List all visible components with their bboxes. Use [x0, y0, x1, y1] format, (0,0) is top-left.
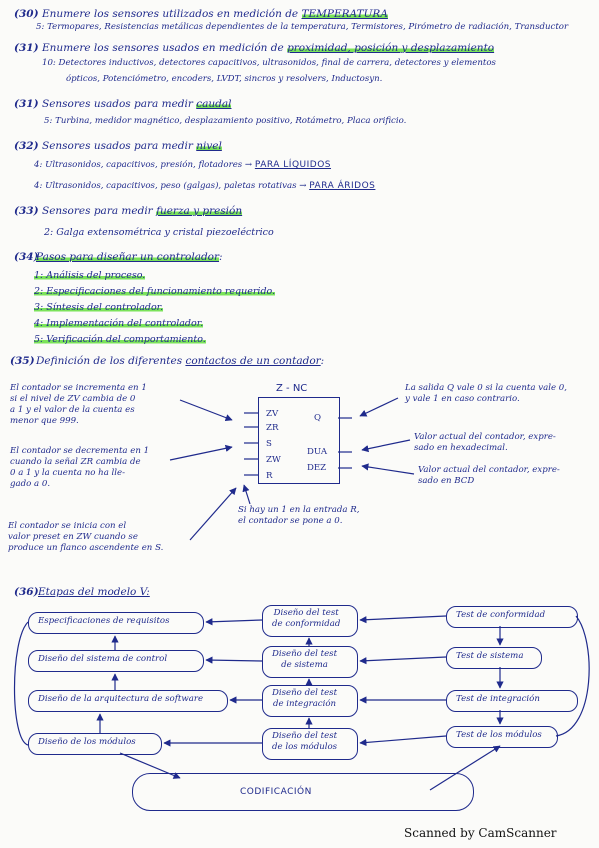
- v-left-4: [28, 733, 162, 755]
- v-mid-2: [262, 646, 358, 678]
- q31-answer-line2: ópticos, Potenciómetro, encoders, LVDT, …: [66, 74, 383, 84]
- pin-dez: DEZ: [307, 463, 327, 473]
- v-right-1-label: Test de conformidad: [456, 610, 546, 620]
- q34-key: Pasos para diseñar un controlador: [36, 251, 220, 263]
- v-left-4-label: Diseño de los módulos: [38, 737, 136, 747]
- q34-step-3: 3: Síntesis del controlador.: [34, 302, 164, 313]
- pin-zr: ZR: [266, 423, 279, 433]
- q32-answer-line1: 4: Ultrasonidos, capacitivos, presión, f…: [34, 160, 332, 170]
- v-mid-4: [262, 728, 358, 760]
- v-right-4-label: Test de los módulos: [456, 730, 542, 740]
- q31-answer-line1: 10: Detectores inductivos, detectores ca…: [42, 58, 496, 68]
- v-bottom-label: CODIFICACIÓN: [240, 787, 312, 797]
- v-left-2-label: Diseño del sistema de control: [38, 654, 168, 664]
- v-right-4: [446, 726, 558, 748]
- q33-key: fuerza y presión: [156, 205, 243, 217]
- q32-question: Sensores usados para medir nivel: [42, 140, 222, 152]
- note-q: La salida Q vale 0 si la cuenta vale 0,y…: [405, 383, 567, 404]
- q32-liquids: PARA LÍQUIDOS: [254, 160, 332, 170]
- q34-question: Pasos para diseñar un controlador:: [36, 251, 223, 263]
- v-right-3: [446, 690, 578, 712]
- v-bottom: [132, 773, 474, 811]
- q34-step-4: 4: Implementación del controlador.: [34, 318, 204, 329]
- q36-question: Etapas del modelo V:: [38, 586, 150, 598]
- q30-answer: 5: Termopares, Resistencias metálicas de…: [36, 22, 569, 32]
- q31b-question: Sensores usados para medir caudal: [42, 98, 232, 110]
- q30-question: Enumere los sensores utilizados en medic…: [42, 8, 388, 20]
- v-right-3-label: Test de integración: [456, 694, 540, 704]
- q33-number: (33): [14, 205, 39, 217]
- q33-answer: 2: Galga extensométrica y cristal piezoe…: [44, 227, 274, 238]
- q32-number: (32): [14, 140, 39, 152]
- pin-zw: ZW: [266, 455, 281, 465]
- note-dez: Valor actual del contador, expre-sado en…: [418, 465, 560, 486]
- v-mid-1: [262, 605, 358, 637]
- q31b-number: (31): [14, 98, 39, 110]
- q36-number: (36): [14, 586, 39, 598]
- q32-key: nivel: [196, 140, 222, 152]
- q35-key: contactos de un contador: [185, 355, 321, 367]
- note-r: Si hay un 1 en la entrada R,el contador …: [238, 505, 360, 526]
- v-right-2-label: Test de sistema: [456, 651, 524, 661]
- v-left-1-label: Especificaciones de requisitos: [38, 616, 170, 626]
- pin-s: S: [266, 439, 272, 449]
- v-left-3-label: Diseño de la arquitectura de software: [38, 694, 204, 704]
- counter-title: Z - NC: [276, 383, 308, 394]
- counter-block: [258, 397, 340, 484]
- q35-question: Definición de los diferentes contactos d…: [36, 355, 325, 367]
- v-right-2: [446, 647, 542, 669]
- q32-answer-line2: 4: Ultrasonidos, capacitivos, peso (galg…: [34, 181, 376, 191]
- q31b-answer: 5: Turbina, medidor magnético, desplazam…: [44, 116, 407, 126]
- v-left-2: [28, 650, 204, 672]
- q31-key: proximidad, posición y desplazamiento: [287, 42, 495, 54]
- q33-question: Sensores para medir fuerza y presión: [42, 205, 243, 217]
- q34-step-5: 5: Verificación del comportamiento.: [34, 334, 206, 345]
- q31-question: Enumere los sensores usados en medición …: [42, 42, 495, 54]
- pin-zv: ZV: [266, 409, 279, 419]
- note-dua: Valor actual del contador, expre-sado en…: [414, 432, 556, 453]
- pin-r: R: [266, 471, 273, 481]
- pin-q: Q: [314, 413, 322, 423]
- q34-step-2: 2: Especificaciones del funcionamiento r…: [34, 286, 276, 297]
- q30-key: TEMPERATURA: [301, 8, 388, 20]
- v-left-3: [28, 690, 228, 712]
- q34-step-1: 1: Análisis del proceso.: [34, 270, 146, 281]
- scanner-watermark: Scanned by CamScanner: [404, 826, 557, 840]
- q31-number: (31): [14, 42, 39, 54]
- v-mid-3: [262, 685, 358, 717]
- q32-aridos: PARA ÁRIDOS: [309, 181, 376, 191]
- q35-number: (35): [10, 355, 35, 367]
- q31b-key: caudal: [196, 98, 232, 110]
- pin-dua: DUA: [307, 447, 328, 457]
- v-left-1: [28, 612, 204, 634]
- q30-number: (30): [14, 8, 39, 20]
